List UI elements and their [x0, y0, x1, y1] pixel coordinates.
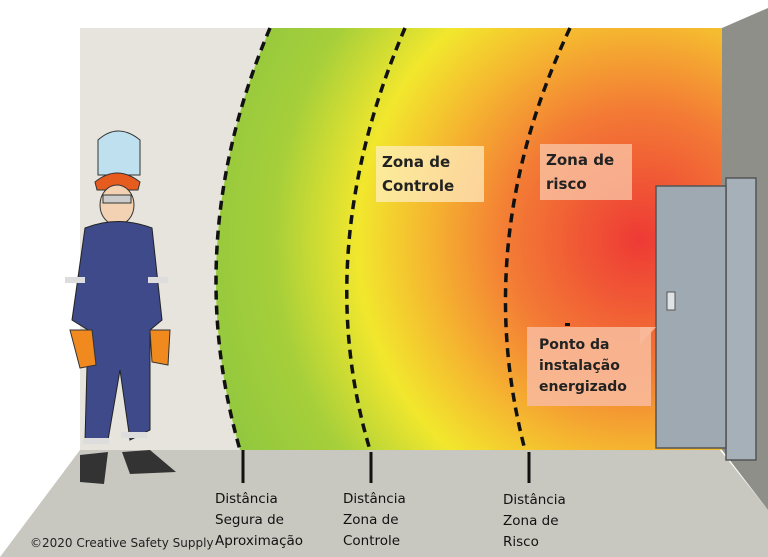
energized-point-label: Ponto da instalação energizado [527, 327, 651, 406]
electrical-panel [655, 177, 757, 461]
risk-zone-label: Zona de risco [540, 144, 632, 200]
floor [0, 450, 768, 557]
distance-label-risk-zone: Distância Zona de Risco [503, 492, 566, 550]
worker-in-arc-flash-suit [65, 130, 176, 484]
distance-label-safe-approach: Distância Segura de Aproximação [215, 491, 304, 549]
risk-zone-boundary [503, 27, 572, 451]
distance-label-control-zone: Distância Zona de Controle [343, 491, 406, 549]
panel-switch-icon [666, 291, 676, 311]
safe-approach-boundary [214, 27, 272, 451]
control-zone-label: Zona de Controle [376, 146, 484, 202]
copyright-notice: ©2020 Creative Safety Supply [30, 536, 214, 550]
control-zone-boundary [345, 27, 407, 451]
